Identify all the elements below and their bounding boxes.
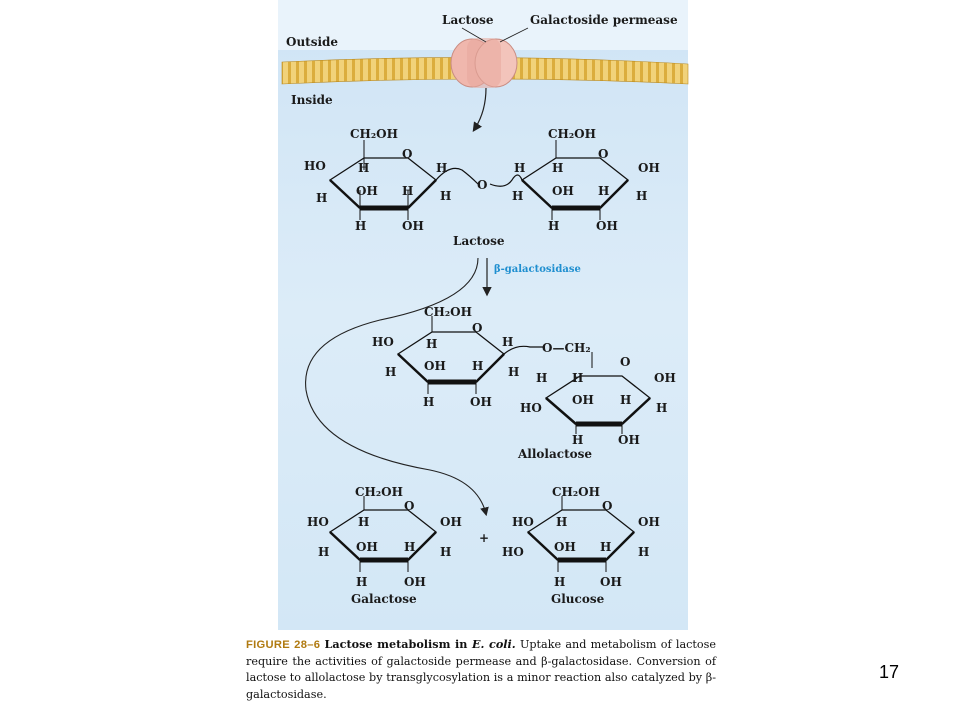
lactose-glucose-ring bbox=[489, 140, 629, 220]
atom-label: H bbox=[638, 545, 649, 559]
glucose-label: Glucose bbox=[551, 592, 605, 606]
figure-caption: FIGURE 28–6 Lactose metabolism in E. col… bbox=[246, 636, 716, 703]
atom-label: HO bbox=[304, 159, 326, 173]
figure-number: FIGURE 28–6 bbox=[246, 639, 321, 651]
atom-label: HO bbox=[372, 335, 394, 349]
atom-label: H bbox=[572, 371, 583, 385]
atom-label: OH bbox=[596, 219, 618, 233]
atom-label: O bbox=[404, 499, 414, 513]
inside-label: Inside bbox=[291, 93, 333, 107]
atom-label: OH bbox=[572, 393, 594, 407]
atom-label: O bbox=[402, 147, 412, 161]
atom-label: H bbox=[356, 575, 367, 589]
page-number: 17 bbox=[879, 662, 900, 682]
atom-label: OH bbox=[402, 219, 424, 233]
lactose-galactose-ring bbox=[328, 140, 479, 220]
cytoplasm-panel bbox=[278, 0, 688, 630]
atom-label: O bbox=[472, 321, 482, 335]
atom-label: H bbox=[512, 189, 523, 203]
lactose-label: Lactose bbox=[453, 234, 505, 248]
atom-label: H bbox=[402, 184, 413, 198]
atom-label: H bbox=[548, 219, 559, 233]
atom-label: H bbox=[404, 540, 415, 554]
atom-label: H bbox=[552, 161, 563, 175]
outside-label: Outside bbox=[286, 35, 338, 49]
atom-label: OH bbox=[356, 184, 378, 198]
atom-label: H bbox=[636, 189, 647, 203]
atom-label: HO bbox=[502, 545, 524, 559]
atom-label: OH bbox=[470, 395, 492, 409]
galactose-ring bbox=[328, 496, 437, 572]
atom-label: CH₂OH bbox=[424, 305, 472, 319]
atom-label: OH bbox=[440, 515, 462, 529]
permease-label: Galactoside permease bbox=[530, 13, 678, 27]
atom-label: H bbox=[436, 161, 447, 175]
atom-label: H bbox=[508, 365, 519, 379]
atom-label: H bbox=[318, 545, 329, 559]
atom-label: H bbox=[440, 545, 451, 559]
hydrolysis-bypass-arrow bbox=[305, 257, 489, 517]
atom-label: H bbox=[316, 191, 327, 205]
glucose-ring bbox=[526, 496, 635, 572]
atom-label: OH bbox=[424, 359, 446, 373]
caption-body: Uptake and metabolism of lactose require… bbox=[246, 638, 716, 701]
atom-label: OH bbox=[404, 575, 426, 589]
atom-label: OH bbox=[654, 371, 676, 385]
atom-label: H bbox=[656, 401, 667, 415]
atom-label: CH₂OH bbox=[552, 485, 600, 499]
glycosidic-oxygen: O bbox=[477, 178, 487, 192]
caption-title: Lactose metabolism in E. coli. bbox=[324, 637, 516, 651]
atom-label: H bbox=[440, 189, 451, 203]
atom-label: O bbox=[602, 499, 612, 513]
atom-label: OH bbox=[638, 161, 660, 175]
plus-sign: + bbox=[479, 531, 489, 545]
atom-label: HO bbox=[307, 515, 329, 529]
galactose-label: Galactose bbox=[351, 592, 417, 606]
transport-arrow bbox=[472, 87, 487, 132]
atom-label: HO bbox=[520, 401, 542, 415]
atom-label: H bbox=[556, 515, 567, 529]
atom-label: H bbox=[598, 184, 609, 198]
allolactose-label: Allolactose bbox=[517, 447, 592, 461]
atom-label: H bbox=[358, 161, 369, 175]
beta-galactosidase-label: β-galactosidase bbox=[494, 264, 581, 275]
atom-label: H bbox=[572, 433, 583, 447]
atom-label: O bbox=[620, 355, 630, 369]
atom-label: H bbox=[554, 575, 565, 589]
atom-label: H bbox=[423, 395, 434, 409]
allolactose-linkage: O—CH₂ bbox=[542, 341, 591, 355]
atom-label: OH bbox=[638, 515, 660, 529]
atom-label: H bbox=[426, 337, 437, 351]
atom-label: CH₂OH bbox=[355, 485, 403, 499]
atom-label: H bbox=[355, 219, 366, 233]
atom-label: HO bbox=[512, 515, 534, 529]
atom-label: H bbox=[358, 515, 369, 529]
galactoside-permease bbox=[450, 38, 518, 88]
allolactose-glucose-ring bbox=[544, 375, 651, 434]
allolactose-galactose-ring bbox=[396, 316, 593, 394]
atom-label: OH bbox=[552, 184, 574, 198]
atom-label: O bbox=[598, 147, 608, 161]
atom-label: H bbox=[536, 371, 547, 385]
atom-label: H bbox=[620, 393, 631, 407]
lactose-top-label: Lactose bbox=[442, 13, 494, 27]
atom-label: CH₂OH bbox=[548, 127, 596, 141]
atom-label: CH₂OH bbox=[350, 127, 398, 141]
atom-label: OH bbox=[618, 433, 640, 447]
atom-label: OH bbox=[554, 540, 576, 554]
atom-label: H bbox=[472, 359, 483, 373]
atom-label: OH bbox=[600, 575, 622, 589]
atom-label: H bbox=[385, 365, 396, 379]
atom-label: H bbox=[514, 161, 525, 175]
atom-label: H bbox=[502, 335, 513, 349]
atom-label: OH bbox=[356, 540, 378, 554]
atom-label: H bbox=[600, 540, 611, 554]
